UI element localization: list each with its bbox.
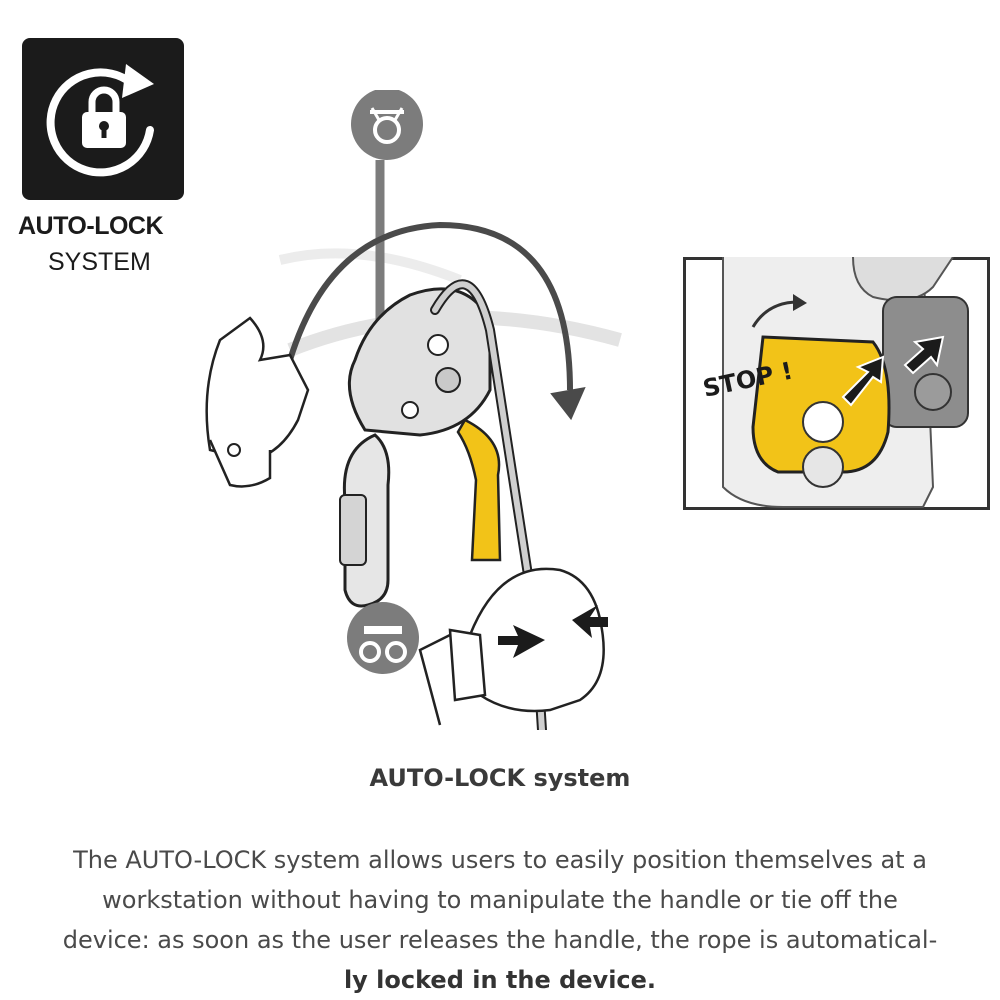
device-handle	[456, 418, 502, 562]
auto-lock-badge	[22, 38, 184, 200]
press-arrow	[903, 335, 945, 375]
squeeze-arrow-left	[572, 605, 608, 638]
gripping-hand	[418, 567, 608, 726]
description: The AUTO-LOCK system allows users to eas…	[0, 840, 1000, 1000]
device-illustration	[205, 90, 622, 730]
inset-detail: STOP !	[683, 257, 990, 510]
releasing-hand	[205, 316, 310, 488]
description-line: workstation without having to manipulate…	[102, 886, 898, 914]
caption-title: AUTO-LOCK system	[369, 764, 631, 792]
descender-device	[347, 287, 502, 562]
anchor-icon	[351, 90, 423, 160]
stop-arrow	[841, 355, 885, 407]
rotation-arrow	[287, 221, 573, 391]
description-line: The AUTO-LOCK system allows users to eas…	[73, 846, 927, 874]
auto-lock-icon	[46, 64, 154, 177]
badge-title: AUTO-LOCK	[18, 212, 164, 240]
badge-subtitle: SYSTEM	[48, 248, 151, 276]
description-last-line: ly locked in the device.	[343, 966, 657, 994]
carabiner	[339, 433, 391, 608]
harness-icon	[347, 602, 419, 674]
description-line: device: as soon as the user releases the…	[62, 926, 938, 954]
squeeze-arrow-right	[498, 625, 545, 658]
